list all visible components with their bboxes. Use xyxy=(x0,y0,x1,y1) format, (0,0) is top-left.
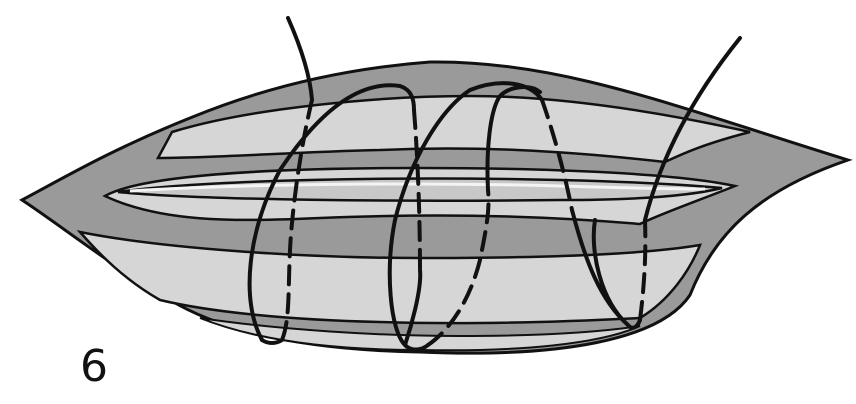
thread-bottom-1 xyxy=(262,340,282,343)
figure-label: 6 xyxy=(80,345,108,389)
